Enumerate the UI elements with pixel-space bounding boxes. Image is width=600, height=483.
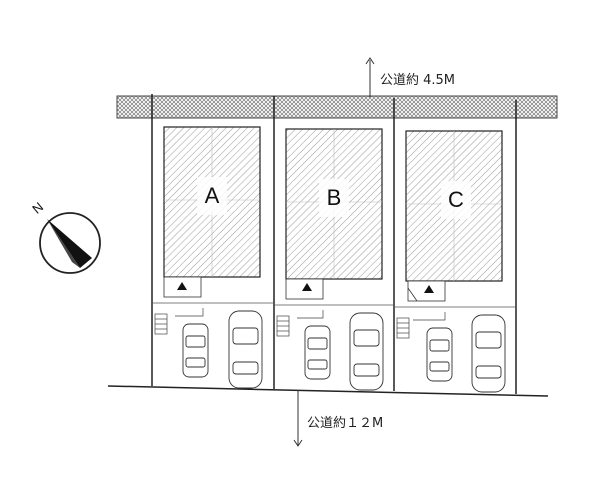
lot-c-label: C bbox=[448, 187, 464, 212]
lot-a: A bbox=[154, 126, 263, 389]
lot-a-steps-icon bbox=[154, 308, 204, 335]
lot-c-car-large-icon bbox=[471, 314, 506, 393]
bottom-road-edge bbox=[107, 385, 549, 397]
lot-boundaries bbox=[151, 94, 517, 394]
compass-north-label: N bbox=[29, 199, 46, 217]
compass-icon: N bbox=[29, 199, 101, 274]
lot-c-entrance-icon bbox=[424, 285, 434, 293]
lot-a-entrance-icon bbox=[177, 282, 187, 290]
lot-a-car-large-icon bbox=[228, 310, 263, 389]
top-road-width-indicator: 公道約 4.5M bbox=[365, 57, 455, 97]
lot-b-car-large-icon bbox=[349, 312, 384, 391]
fence-lines bbox=[152, 302, 516, 308]
top-road-label: 公道約 4.5M bbox=[380, 73, 455, 88]
lot-b-car-small-icon bbox=[304, 325, 331, 380]
lot-a-car-small-icon bbox=[182, 323, 209, 378]
top-road-band bbox=[116, 95, 558, 119]
bottom-road-label: 公道約１２M bbox=[307, 416, 383, 431]
lot-c: C bbox=[396, 130, 506, 393]
lot-b-label: B bbox=[327, 185, 342, 210]
lot-a-label: A bbox=[205, 183, 220, 208]
lot-b-entrance-icon bbox=[302, 283, 312, 291]
lot-c-car-small-icon bbox=[426, 327, 453, 382]
lot-b: B bbox=[276, 128, 384, 391]
lot-b-steps-icon bbox=[276, 310, 324, 337]
bottom-road-width-indicator: 公道約１２M bbox=[293, 390, 383, 447]
lot-c-steps-icon bbox=[396, 312, 446, 339]
